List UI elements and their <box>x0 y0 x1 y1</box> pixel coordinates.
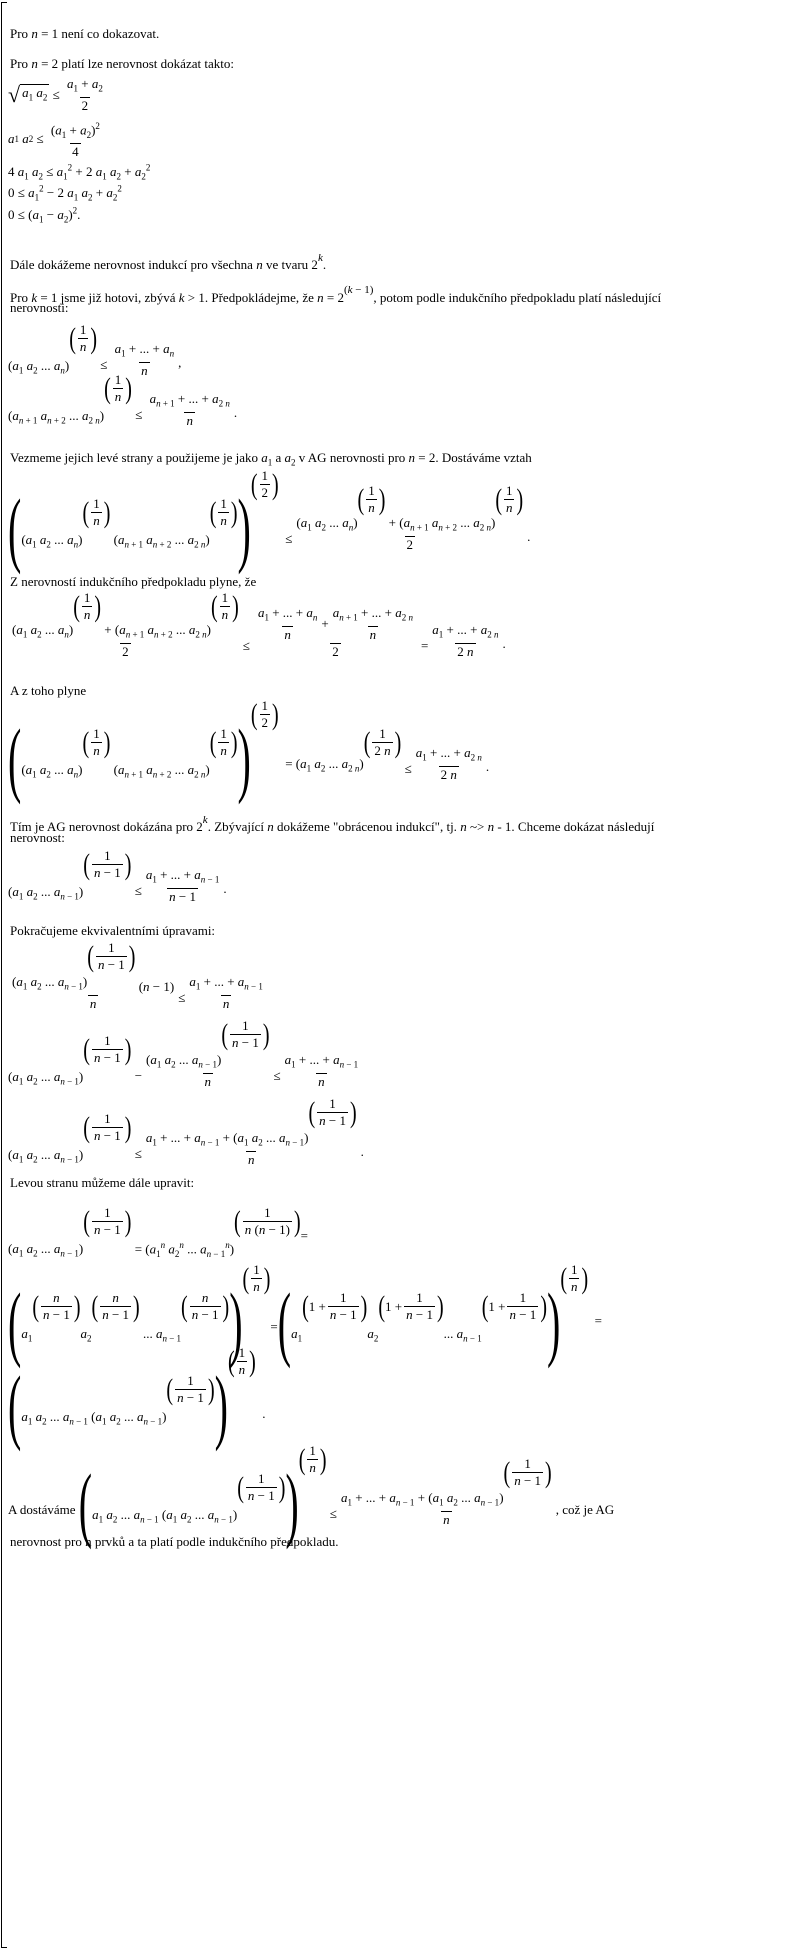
paragraph-assumption-cont: nerovnosti: <box>10 300 69 315</box>
paragraph-conclusion: nerovnost pro n prvků a ta platí podle i… <box>10 1534 339 1549</box>
paragraph-equivalent: Pokračujeme ekvivalentními úpravami: <box>10 923 216 938</box>
paragraph-left-side: Levou stranu můžeme dále upravit: <box>10 1175 195 1190</box>
equation-rearrange: 0 ≤ a12 − 2 a1 a2 + a22 <box>8 184 122 203</box>
paragraph-reverse-induction: Tím je AG nerovnost dokázána pro 2k. Zbý… <box>10 814 655 834</box>
paragraph-hence: A z toho plyne <box>10 683 87 698</box>
equation-expand: 4 a1 a2 ≤ a12 + 2 a1 a2 + a22 <box>8 163 151 182</box>
worksheet-bracket-top <box>1 2 7 5</box>
paragraph-assumption: Pro k = 1 jsme již hotovi, zbývá k > 1. … <box>10 284 662 305</box>
worksheet-bracket <box>1 2 2 1948</box>
equation-square: 0 ≤ (a1 − a2)2. <box>8 206 81 225</box>
paragraph-follows: Z nerovností indukčního předpokladu plyn… <box>10 574 257 589</box>
equation-transform-3: ( a1 a2 ... an − 1 (a1 a2 ... an − 1) (1… <box>8 1345 266 1453</box>
paragraph-n1: Pro n = 1 není co dokazovat. <box>10 26 160 41</box>
paragraph-induction: Dále dokážeme nerovnost indukcí pro všec… <box>10 252 327 272</box>
paragraph-take-left: Vezmeme jejich levé strany a použijeme j… <box>10 450 532 468</box>
paragraph-n2: Pro n = 2 platí lze nerovnost dokázat ta… <box>10 56 234 71</box>
worksheet-bracket-bottom <box>1 1947 7 1948</box>
equation-final: A dostáváme ( a1 a2 ... an − 1 (a1 a2 ..… <box>8 1443 615 1551</box>
paragraph-reverse-cont: nerovnost: <box>10 830 65 845</box>
